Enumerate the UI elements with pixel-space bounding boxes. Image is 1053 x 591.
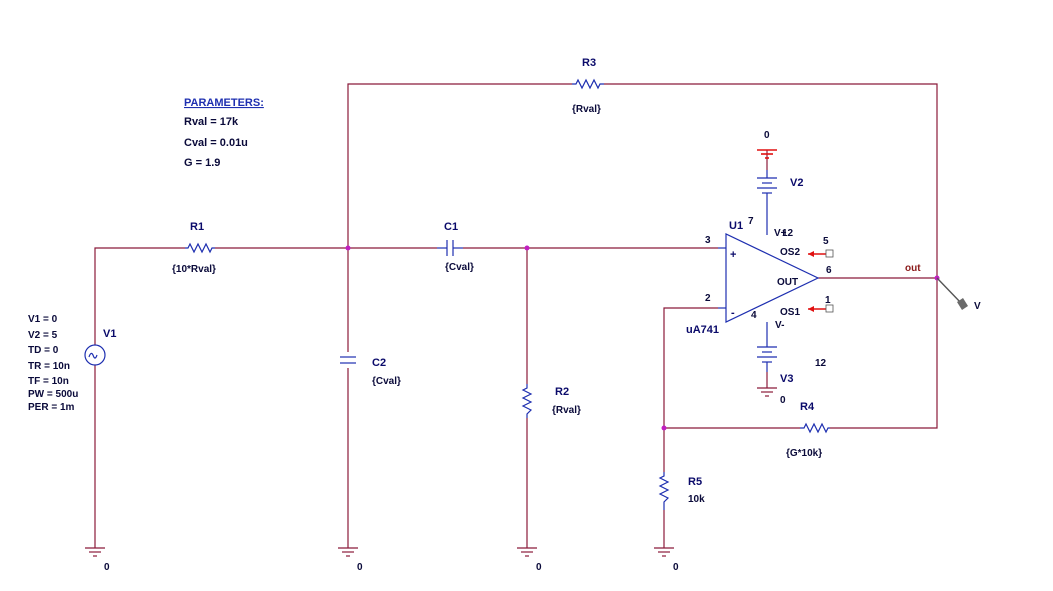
junction-feedback — [661, 425, 667, 431]
v2-ref: V2 — [790, 177, 803, 189]
u1-out: OUT — [777, 277, 798, 288]
v2-value: 12 — [782, 228, 794, 239]
resistor-r4[interactable]: R4 {G*10k} — [786, 401, 830, 459]
probe-icon — [957, 298, 968, 310]
r3-value: {Rval} — [572, 104, 601, 115]
v1-param: TR = 10n — [28, 361, 70, 372]
ground-r2: 0 — [517, 547, 542, 573]
source-v1[interactable]: V1 V1 = 0 V2 = 5 TD = 0 TR = 10n TF = 10… — [28, 314, 116, 413]
gnd-label-v2: 0 — [764, 130, 770, 141]
wire-node-r3[interactable] — [347, 83, 572, 248]
v1-param: TF = 10n — [28, 376, 69, 387]
param-g: G = 1.9 — [184, 157, 220, 169]
u1-plus-sign: + — [730, 249, 736, 261]
r4-value: {G*10k} — [786, 448, 822, 459]
v1-param: TD = 0 — [28, 345, 59, 356]
v1-param: V2 = 5 — [28, 330, 58, 341]
r2-value: {Rval} — [552, 405, 581, 416]
source-v3[interactable]: V3 12 — [757, 322, 827, 385]
voltage-probe[interactable]: V — [936, 277, 981, 312]
capacitor-c2[interactable]: C2 {Cval} — [340, 356, 401, 387]
gnd-label-r5: 0 — [673, 562, 679, 573]
u1-os1-terminal[interactable] — [825, 304, 834, 313]
gnd-label-r2: 0 — [536, 562, 542, 573]
ground-v3: 0 — [757, 387, 786, 406]
u1-pin2: 2 — [705, 293, 711, 304]
resistor-r5[interactable]: R5 10k — [658, 472, 705, 510]
ground-v1: 0 — [85, 547, 110, 573]
probe-lead — [936, 277, 963, 305]
v1-params: V1 = 0 V2 = 5 TD = 0 TR = 10n TF = 10n P… — [28, 314, 78, 413]
u1-pin1: 1 — [825, 295, 831, 306]
ground-c2: 0 — [338, 547, 363, 573]
v1-ref: V1 — [103, 328, 116, 340]
u1-vs-plus: V+ — [774, 228, 787, 239]
r1-ref: R1 — [190, 221, 204, 233]
param-rval: Rval = 17k — [184, 116, 239, 128]
c1-ref: C1 — [444, 221, 458, 233]
wire-v1-r1[interactable] — [94, 247, 185, 345]
u1-ref: U1 — [729, 220, 743, 232]
r5-value: 10k — [688, 494, 705, 505]
ground-r5: 0 — [654, 547, 679, 573]
u1-os1: OS1 — [780, 307, 800, 318]
resistor-r2[interactable]: R2 {Rval} — [521, 384, 581, 418]
opamp-u1[interactable]: + - 3 2 U1 7 V+ OS2 OUT 6 OS1 4 V- uA741… — [686, 216, 834, 336]
u1-os2: OS2 — [780, 247, 800, 258]
r1-value: {10*Rval} — [172, 264, 216, 275]
junction-node-a — [345, 245, 351, 251]
v3-value: 12 — [815, 358, 827, 369]
wire-r3-out[interactable] — [604, 83, 938, 278]
wire-out-r4[interactable] — [830, 278, 938, 429]
parameters-block[interactable]: PARAMETERS: Rval = 17k Cval = 0.01u G = … — [184, 97, 264, 169]
c2-value: {Cval} — [372, 376, 401, 387]
u1-vs-minus: V- — [775, 320, 784, 331]
u1-minus-sign: - — [731, 307, 735, 319]
v1-param: PER = 1m — [28, 402, 75, 413]
resistor-r1[interactable]: R1 {10*Rval} — [172, 221, 216, 275]
param-cval: Cval = 0.01u — [184, 137, 248, 149]
u1-pin6: 6 — [826, 265, 832, 276]
r4-ref: R4 — [800, 401, 815, 413]
r3-ref: R3 — [582, 57, 596, 69]
c1-value: {Cval} — [445, 262, 474, 273]
wire-minus-node[interactable] — [663, 307, 718, 428]
source-v2[interactable]: V2 12 — [757, 170, 803, 239]
capacitor-c1[interactable]: C1 {Cval} — [437, 221, 474, 273]
u1-pin5: 5 — [823, 236, 829, 247]
net-label-out[interactable]: out — [905, 263, 921, 274]
v1-param: PW = 500u — [28, 389, 78, 400]
probe-label: V — [974, 301, 981, 312]
gnd-label-v1: 0 — [104, 562, 110, 573]
parameters-header: PARAMETERS: — [184, 97, 264, 109]
u1-os2-terminal[interactable] — [825, 249, 834, 258]
u1-pin4: 4 — [751, 310, 757, 321]
gnd-label-v3: 0 — [780, 395, 786, 406]
wires — [94, 83, 938, 548]
c2-ref: C2 — [372, 357, 386, 369]
u1-model: uA741 — [686, 324, 719, 336]
gnd-label-c2: 0 — [357, 562, 363, 573]
u1-pin7: 7 — [748, 216, 754, 227]
resistor-r3[interactable]: R3 {Rval} — [572, 57, 604, 115]
ground-v2: 0 — [757, 130, 777, 159]
v3-ref: V3 — [780, 373, 793, 385]
u1-pin3: 3 — [705, 235, 711, 246]
junctions — [345, 245, 940, 431]
junction-node-b — [524, 245, 530, 251]
r5-ref: R5 — [688, 476, 702, 488]
v1-param: V1 = 0 — [28, 314, 58, 325]
r2-ref: R2 — [555, 386, 569, 398]
